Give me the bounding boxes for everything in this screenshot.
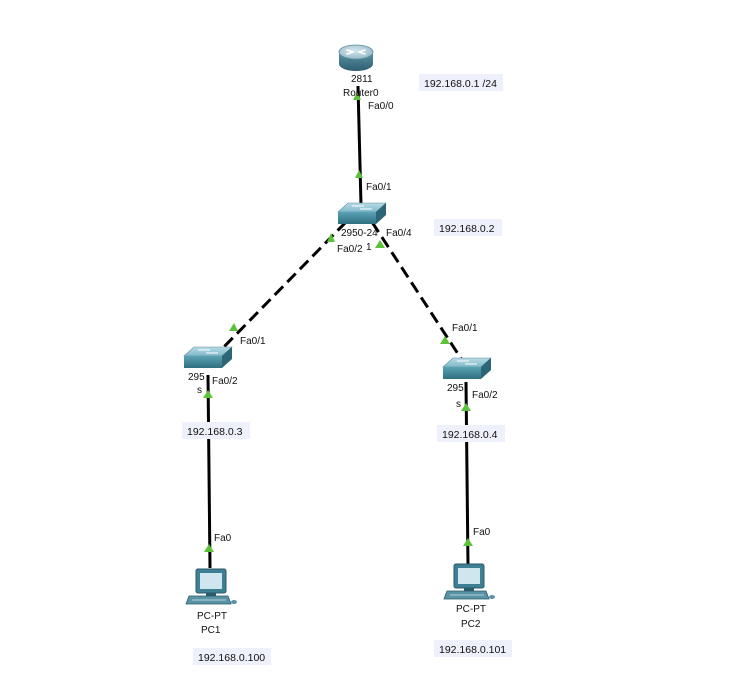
port-label-pc1-fa0: Fa0 (214, 533, 232, 544)
note-text: 192.168.0.4 (442, 429, 498, 441)
port-up-indicator (375, 240, 385, 248)
note-text: 192.168.0.100 (198, 652, 265, 664)
link-core-switch-right-switch[interactable] (370, 221, 464, 361)
pc1-icon[interactable] (185, 568, 237, 605)
router-model-label: 2811 (351, 74, 373, 85)
pc1-name-label: PC1 (201, 625, 221, 636)
note-left-switch-ip[interactable]: 192.168.0.3 (182, 422, 250, 439)
note-pc1-ip[interactable]: 192.168.0.100 (193, 648, 271, 665)
core-switch-icon[interactable] (337, 202, 387, 224)
pc2-name-label: PC2 (461, 619, 481, 630)
port-label-core-fa02: Fa0/2 (337, 244, 363, 255)
port-up-indicator (327, 233, 335, 242)
core-switch-name-label: 1 (366, 242, 372, 253)
port-indicators (203, 92, 473, 552)
note-pc2-ip[interactable]: 192.168.0.101 (434, 640, 512, 657)
port-label-router-fa00: Fa0/0 (368, 101, 394, 112)
router-name-label: Router0 (343, 88, 379, 99)
port-label-right-fa01: Fa0/1 (452, 323, 478, 334)
core-switch-model-label: 2950-24 (341, 228, 378, 239)
note-right-switch-ip[interactable]: 192.168.0.4 (437, 425, 505, 442)
note-text: 192.168.0.3 (187, 426, 243, 438)
note-router-ip[interactable]: 192.168.0.1 /24 (419, 74, 503, 91)
link-router-core-switch[interactable] (356, 85, 363, 206)
left-switch-icon[interactable] (183, 346, 233, 368)
port-label-left-fa01: Fa0/1 (240, 336, 266, 347)
link-right-switch-pc2[interactable] (464, 381, 470, 567)
left-switch-name-label: s (197, 385, 202, 396)
port-up-indicator (355, 170, 363, 178)
note-text: 192.168.0.2 (439, 223, 495, 235)
port-up-indicator (463, 538, 473, 546)
right-switch-model-label: 295 (447, 383, 464, 394)
right-switch-icon[interactable] (442, 357, 492, 379)
pc2-icon[interactable] (443, 563, 495, 600)
link-core-switch-left-switch[interactable] (215, 220, 348, 356)
pc2-model-label: PC-PT (456, 604, 486, 615)
port-up-indicator (461, 403, 471, 411)
left-switch-model-label: 295 (188, 372, 205, 383)
port-label-pc2-fa0: Fa0 (473, 527, 491, 538)
pc1-model-label: PC-PT (197, 611, 227, 622)
note-text: 192.168.0.101 (439, 644, 506, 656)
note-text: 192.168.0.1 /24 (424, 78, 497, 90)
right-switch-name-label: s (456, 399, 461, 410)
port-up-indicator (204, 544, 214, 552)
port-label-core-fa04: Fa0/4 (386, 228, 412, 239)
router-icon[interactable] (338, 44, 374, 71)
port-up-indicator (440, 336, 450, 344)
port-up-indicator (229, 323, 238, 331)
port-label-core-fa01: Fa0/1 (366, 182, 392, 193)
link-left-switch-pc1[interactable] (206, 374, 212, 569)
port-label-left-fa02: Fa0/2 (212, 376, 238, 387)
links-layer (206, 85, 470, 569)
port-up-indicator (203, 390, 213, 398)
port-label-right-fa02: Fa0/2 (472, 390, 498, 401)
port-up-indicator (353, 92, 361, 100)
note-core-switch-ip[interactable]: 192.168.0.2 (434, 219, 502, 236)
